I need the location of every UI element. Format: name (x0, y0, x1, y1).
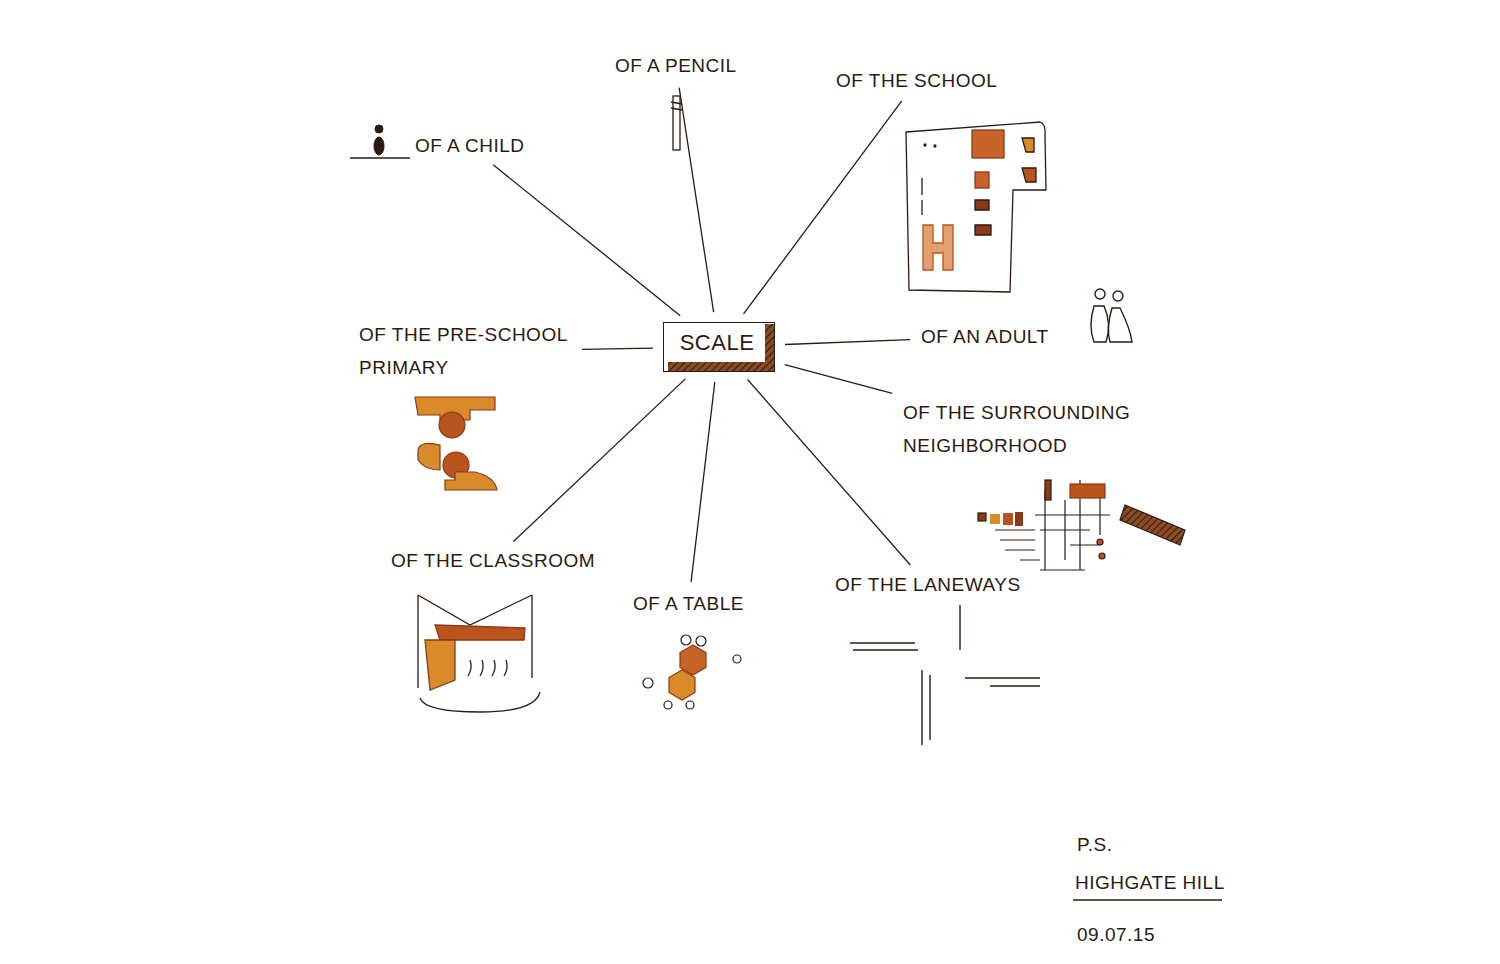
spoke-label: OF A CHILD (412, 132, 528, 160)
spoke-line (493, 165, 680, 316)
spoke-label: OF THE LANEWAYS (832, 571, 1024, 599)
pencil-icon (671, 108, 682, 110)
neighborhood-sketch (995, 530, 1040, 560)
spoke-label: OF THE PRE-SCHOOL PRIMARY (356, 316, 574, 387)
classroom-sketch (425, 640, 455, 690)
spoke-text: OF A TABLE (633, 592, 744, 616)
school-plan-sketch (1022, 168, 1036, 182)
adult-icon (1091, 306, 1109, 342)
table-sketch (643, 635, 741, 709)
school-plan-sketch (906, 122, 1046, 292)
spoke-line (679, 88, 713, 312)
laneways-sketch (850, 605, 1040, 745)
school-plan-sketch (1022, 138, 1034, 152)
adult-icon (1091, 289, 1132, 342)
spoke-line (691, 382, 715, 582)
signature-note: HIGHGATE HILL (1075, 872, 1225, 895)
pencil-icon (671, 102, 682, 104)
neighborhood-sketch (1045, 480, 1051, 500)
neighborhood-sketch (1070, 484, 1105, 498)
neighborhood-sketch (978, 480, 1185, 570)
spoke-label: OF THE CLASSROOM (388, 547, 598, 575)
spoke-text: OF A PENCIL (615, 54, 737, 78)
school-plan-sketch (924, 144, 926, 146)
spoke-line (748, 380, 911, 565)
neighborhood-sketch (1035, 480, 1110, 570)
spoke-label: OF A TABLE (630, 590, 747, 618)
hub-box: SCALE (663, 322, 775, 372)
spoke-label: OF A PENCIL (612, 52, 740, 80)
signature-underline (1073, 899, 1222, 901)
hub-hatching (668, 362, 775, 372)
adult-icon (1095, 289, 1105, 299)
table-sketch (643, 678, 653, 688)
spoke-label: OF AN ADULT (918, 323, 1052, 351)
school-plan-sketch (934, 145, 936, 147)
school-plan-sketch (921, 178, 922, 195)
table-sketch (733, 655, 741, 663)
neighborhood-sketch (1015, 512, 1023, 526)
classroom-sketch (435, 625, 525, 640)
school-plan-sketch (921, 200, 922, 215)
table-sketch (669, 670, 695, 700)
spoke-text: OF THE PRE-SCHOOL PRIMARY (359, 318, 571, 385)
hub-hatching (765, 324, 775, 370)
neighborhood-sketch (1003, 513, 1013, 525)
neighborhood-sketch (978, 513, 986, 521)
preschool-sketch (418, 443, 440, 470)
classroom-sketch (420, 692, 540, 712)
spoke-text: OF AN ADULT (921, 325, 1049, 349)
neighborhood-sketch (990, 514, 1000, 524)
child-icon (375, 125, 383, 133)
spoke-line (785, 340, 910, 345)
school-plan-sketch (923, 225, 953, 270)
pencil-icon (671, 96, 682, 150)
spoke-text: OF THE SURROUNDING NEIGHBORHOOD (903, 396, 1149, 463)
spoke-label: OF THE SCHOOL (833, 67, 1000, 95)
adult-icon (1113, 291, 1123, 301)
spoke-line (513, 379, 685, 542)
laneways-sketch (850, 605, 1040, 745)
spoke-label: OF THE SURROUNDING NEIGHBORHOOD (900, 394, 1152, 465)
table-sketch (681, 635, 691, 645)
spoke-line (582, 348, 653, 349)
table-sketch (643, 635, 741, 709)
classroom-sketch (468, 660, 507, 676)
table-sketch (664, 701, 672, 709)
child-icon (350, 157, 410, 159)
school-plan-sketch (975, 172, 989, 188)
table-sketch (696, 636, 706, 646)
preschool-sketch (415, 397, 497, 490)
neighborhood-sketch (1120, 505, 1185, 545)
spoke-text: OF THE LANEWAYS (835, 573, 1021, 597)
spoke-text: OF THE SCHOOL (836, 69, 997, 93)
preschool-sketch (439, 412, 465, 438)
spoke-line (785, 365, 893, 394)
child-icon (374, 137, 384, 155)
signature-note: 09.07.15 (1077, 924, 1155, 947)
school-plan-sketch (975, 200, 989, 210)
signature-underline (1073, 899, 1222, 901)
neighborhood-sketch (1097, 539, 1103, 545)
school-plan-sketch (906, 122, 1046, 292)
spoke-text: OF A CHILD (415, 134, 525, 158)
table-sketch (686, 701, 694, 709)
preschool-sketch (445, 472, 497, 490)
spoke-text: OF THE CLASSROOM (391, 549, 595, 573)
signature-note: P.S. (1077, 834, 1112, 857)
spoke-line (744, 101, 902, 314)
neighborhood-sketch (1099, 553, 1105, 559)
child-icon (350, 125, 410, 158)
hub-hatching (668, 324, 775, 372)
classroom-sketch (418, 595, 540, 712)
hub-title: SCALE (680, 329, 755, 357)
adult-icon (1108, 308, 1132, 342)
school-plan-sketch (972, 130, 1004, 158)
school-plan-sketch (975, 225, 991, 235)
